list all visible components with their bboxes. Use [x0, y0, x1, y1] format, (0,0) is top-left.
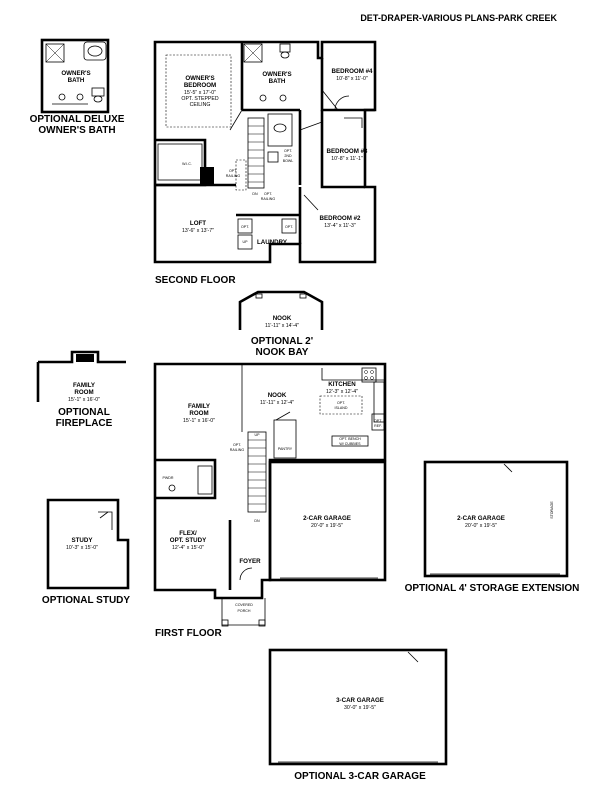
svg-text:OWNER'S: OWNER'S	[185, 75, 214, 82]
svg-text:REF.: REF.	[374, 424, 382, 428]
label-optional-3car: OPTIONAL 3-CAR GARAGE	[294, 771, 426, 782]
svg-text:11'-11" x 14'-4": 11'-11" x 14'-4"	[265, 323, 299, 329]
svg-text:ROOM: ROOM	[74, 389, 93, 396]
svg-text:OPT. BENCH: OPT. BENCH	[339, 437, 361, 441]
optional-3car-garage: 3-CAR GARAGE 30'-0" x 19'-5"	[268, 648, 448, 766]
label-optional-nook-bay-2: NOOK BAY	[256, 347, 309, 358]
svg-text:ISLAND: ISLAND	[335, 406, 348, 410]
svg-text:PANTRY: PANTRY	[278, 447, 293, 451]
optional-study: STUDY 10'-3" x 15'-0"	[46, 498, 130, 590]
svg-text:30'-0" x 19'-5": 30'-0" x 19'-5"	[344, 705, 376, 711]
label-optional-nook-bay: OPTIONAL 2'	[251, 336, 313, 347]
svg-text:FLEX/: FLEX/	[179, 530, 197, 537]
svg-text:FAMILY: FAMILY	[73, 382, 96, 389]
svg-text:NOOK: NOOK	[273, 315, 292, 322]
optional-fireplace: FAMILY ROOM 15'-1" x 16'-0"	[36, 350, 126, 403]
label-first-floor: FIRST FLOOR	[155, 628, 222, 639]
svg-text:2-CAR GARAGE: 2-CAR GARAGE	[303, 515, 351, 522]
svg-text:OPT. STEPPED: OPT. STEPPED	[181, 96, 218, 102]
svg-text:BATH: BATH	[68, 77, 85, 84]
svg-text:OPT.: OPT.	[284, 149, 292, 153]
optional-nook-bay: NOOK 11'-11" x 14'-4"	[238, 290, 324, 330]
svg-text:ROOM: ROOM	[189, 410, 208, 417]
svg-text:BEDROOM #2: BEDROOM #2	[320, 215, 361, 222]
optional-storage-extension: 2-CAR GARAGE 20'-0" x 19'-5" STORAGE	[423, 460, 569, 578]
svg-text:2-CAR GARAGE: 2-CAR GARAGE	[457, 515, 505, 522]
svg-text:BEDROOM: BEDROOM	[184, 82, 216, 89]
label-second-floor: SECOND FLOOR	[155, 275, 236, 286]
svg-text:PORCH: PORCH	[238, 609, 251, 613]
second-floor-plan: OWNER'S BATH OWNER'S BEDROOM 15'-5" x 17…	[153, 40, 377, 264]
svg-text:10'-3" x 15'-0": 10'-3" x 15'-0"	[66, 545, 98, 551]
svg-text:W.I.C.: W.I.C.	[182, 162, 192, 166]
svg-text:OPT.: OPT.	[264, 192, 272, 196]
svg-text:RAILING: RAILING	[261, 197, 276, 201]
svg-text:OWNER'S: OWNER'S	[262, 71, 291, 78]
svg-text:13'-6" x 13'-7": 13'-6" x 13'-7"	[182, 228, 214, 234]
svg-text:10'-8" x 11'-0": 10'-8" x 11'-0"	[336, 76, 368, 82]
svg-text:20'-0" x 19'-5": 20'-0" x 19'-5"	[311, 523, 343, 529]
svg-text:FOYER: FOYER	[239, 558, 261, 565]
svg-text:BEDROOM #3: BEDROOM #3	[327, 148, 368, 155]
svg-text:20'-0" x 19'-5": 20'-0" x 19'-5"	[465, 523, 497, 529]
svg-text:10'-8" x 11'-1": 10'-8" x 11'-1"	[331, 156, 363, 162]
svg-text:OPT.: OPT.	[337, 401, 345, 405]
svg-text:BATH: BATH	[269, 78, 286, 85]
svg-text:BOWL: BOWL	[283, 159, 294, 163]
svg-text:OPT.: OPT.	[229, 169, 237, 173]
svg-text:OPT.: OPT.	[374, 419, 382, 423]
svg-text:12'-4" x 15'-0": 12'-4" x 15'-0"	[172, 545, 204, 551]
svg-text:3-CAR GARAGE: 3-CAR GARAGE	[336, 697, 384, 704]
label-optional-study: OPTIONAL STUDY	[42, 595, 130, 606]
svg-text:RAILING: RAILING	[230, 448, 245, 452]
svg-text:11'-11" x 12'-4": 11'-11" x 12'-4"	[260, 400, 294, 406]
svg-text:15'-1" x 16'-0": 15'-1" x 16'-0"	[68, 397, 100, 403]
svg-text:FAMILY: FAMILY	[188, 403, 211, 410]
svg-text:PWDR: PWDR	[163, 476, 174, 480]
label-optional-deluxe-bath-2: OWNER'S BATH	[38, 125, 115, 136]
svg-text:UP: UP	[243, 240, 249, 244]
label-optional-storage: OPTIONAL 4' STORAGE EXTENSION	[405, 583, 580, 594]
svg-text:OWNER'S: OWNER'S	[61, 70, 90, 77]
first-floor-plan: FAMILY ROOM 15'-1" x 16'-0" NOOK 11'-11"…	[153, 362, 387, 627]
svg-text:UP: UP	[255, 433, 261, 437]
svg-text:DN: DN	[254, 519, 260, 523]
label-optional-fireplace-2: FIREPLACE	[56, 418, 113, 429]
svg-text:13'-4" x 11'-3": 13'-4" x 11'-3"	[324, 223, 356, 229]
svg-text:15'-1" x 16'-0": 15'-1" x 16'-0"	[183, 418, 215, 424]
svg-text:15'-5" x 17'-0": 15'-5" x 17'-0"	[184, 90, 216, 96]
svg-text:OPT.: OPT.	[285, 225, 293, 229]
svg-text:LOFT: LOFT	[190, 220, 206, 227]
svg-text:2ND: 2ND	[284, 154, 292, 158]
svg-text:OPT. STUDY: OPT. STUDY	[170, 537, 207, 544]
svg-text:STUDY: STUDY	[72, 537, 94, 544]
svg-text:LAUNDRY: LAUNDRY	[257, 239, 288, 246]
plan-title: DET-DRAPER-VARIOUS PLANS-PARK CREEK	[360, 13, 557, 23]
svg-text:DN: DN	[252, 192, 258, 196]
svg-text:COVERED: COVERED	[235, 603, 253, 607]
optional-deluxe-bath: OWNER'S BATH	[40, 38, 110, 114]
label-optional-deluxe-bath: OPTIONAL DELUXE	[30, 114, 125, 125]
svg-text:12'-3" x 12'-4": 12'-3" x 12'-4"	[326, 389, 358, 395]
svg-text:OPT.: OPT.	[241, 225, 249, 229]
svg-text:STORAGE: STORAGE	[550, 501, 554, 519]
svg-text:W/ CUBBIES: W/ CUBBIES	[339, 442, 361, 446]
svg-text:OPT.: OPT.	[233, 443, 241, 447]
svg-text:CEILING: CEILING	[190, 102, 211, 108]
svg-text:NOOK: NOOK	[268, 392, 287, 399]
label-optional-fireplace: OPTIONAL	[58, 407, 110, 418]
svg-text:KITCHEN: KITCHEN	[328, 381, 356, 388]
svg-text:BEDROOM #4: BEDROOM #4	[332, 68, 373, 75]
svg-text:RAILING: RAILING	[226, 174, 241, 178]
